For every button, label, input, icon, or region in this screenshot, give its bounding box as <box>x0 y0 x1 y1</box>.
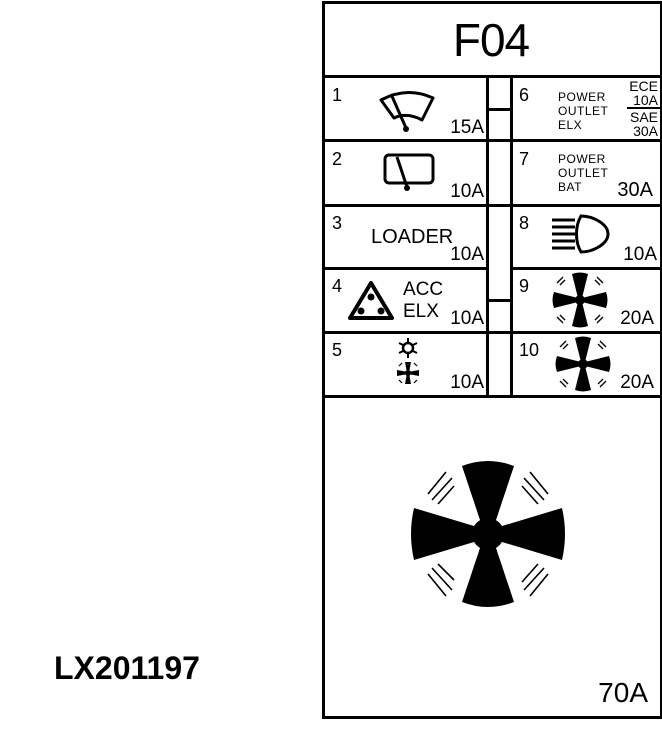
windshield-wiper-rear-icon <box>383 153 435 191</box>
fuse-number: 1 <box>332 85 343 105</box>
fuse-number: 3 <box>332 213 343 233</box>
fuse-rating: 10A <box>623 244 657 265</box>
divider-col-right <box>510 75 513 398</box>
fuse-number: 9 <box>519 276 530 296</box>
fuse-rating: 30A <box>617 179 653 201</box>
panel-title: F04 <box>452 14 530 66</box>
headlight-icon <box>552 214 610 254</box>
fuse-number: 8 <box>519 213 530 233</box>
fuse-label-line1: ACC <box>403 279 444 300</box>
divider-col-left <box>486 75 489 398</box>
fuse-rating: 10A <box>450 308 484 329</box>
bus-link-top <box>487 108 513 111</box>
divider-row3-left <box>322 267 489 270</box>
fuse-label-line2: OUTLET <box>558 166 609 180</box>
fuse-label: LOADER <box>371 226 454 248</box>
fuse-panel-frame <box>322 1 662 719</box>
ac-fan-icon <box>397 362 419 384</box>
rating-ece-label: ECE <box>629 78 658 94</box>
divider-row5 <box>322 395 660 398</box>
fuse-rating: 10A <box>450 181 484 202</box>
fuse-rating: 20A <box>620 308 654 329</box>
blower-fan-icon <box>555 336 611 392</box>
fuse-number: 10 <box>519 340 540 360</box>
main-fuse-rating: 70A <box>598 677 648 708</box>
fuse-label-line3: ELX <box>558 118 583 132</box>
reference-code: LX201197 <box>54 650 200 686</box>
fuse-number: 2 <box>332 149 343 169</box>
fuse-label-line2: OUTLET <box>558 104 609 118</box>
rating-ece-value: 10A <box>633 92 658 108</box>
fuse-number: 5 <box>332 340 343 360</box>
rating-sae-label: SAE <box>629 109 658 125</box>
hazard-triangle-icon <box>348 281 394 320</box>
rating-separator <box>627 107 660 109</box>
divider-row2 <box>322 204 660 207</box>
divider-row3-right <box>510 267 660 270</box>
fuse-rating: 20A <box>620 372 654 393</box>
fuse-number: 6 <box>519 85 530 105</box>
fuse-rating: 10A <box>450 372 484 393</box>
bus-link-bottom <box>487 299 513 302</box>
fuse-label-line2: ELX <box>403 301 439 322</box>
blower-fan-icon <box>552 272 608 328</box>
fuse-rating: 10A <box>450 244 484 265</box>
fuse-label-line1: POWER <box>558 90 606 104</box>
fuse-label-line1: POWER <box>558 152 606 166</box>
fuse-rating: 15A <box>450 117 484 138</box>
rating-sae-value: 30A <box>633 123 658 139</box>
fuse-label-line3: BAT <box>558 180 582 194</box>
divider-row1 <box>322 139 660 142</box>
divider-row4 <box>322 331 660 334</box>
ac-snowflake-icon <box>398 338 418 358</box>
divider-title <box>322 75 660 78</box>
windshield-wiper-front-icon <box>379 91 435 132</box>
blower-fan-large-icon <box>411 461 565 607</box>
fuse-number: 4 <box>332 276 343 296</box>
fuse-number: 7 <box>519 149 530 169</box>
